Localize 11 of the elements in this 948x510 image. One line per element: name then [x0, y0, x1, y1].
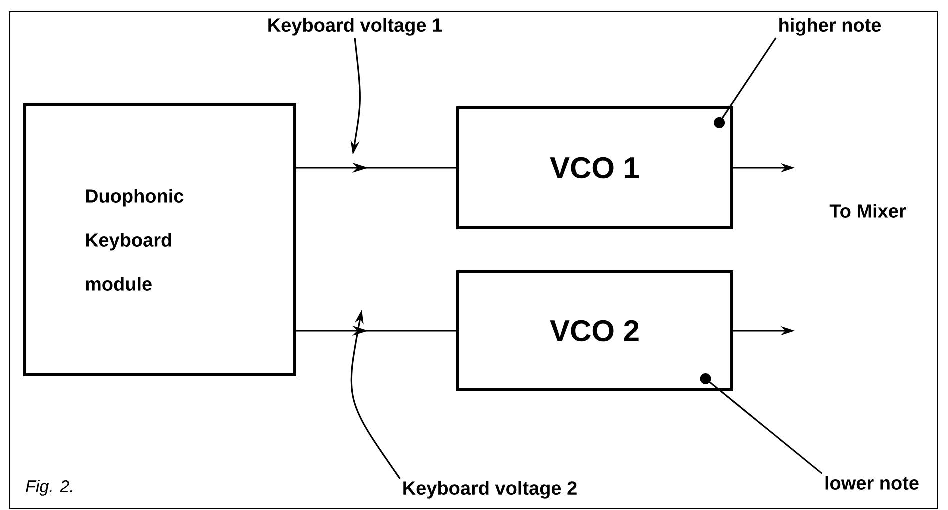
leader-text: higher note — [780, 18, 882, 36]
leader-line — [700, 373, 823, 474]
label-text: To Mixer — [830, 204, 906, 218]
leader-text: Keyboard voltage 2 — [404, 481, 577, 499]
leader-text: lower note — [826, 476, 919, 490]
figure-caption: Fig. 2. — [26, 480, 72, 496]
leader-line — [714, 38, 777, 128]
vco-box: VCO 1 — [456, 106, 734, 230]
vco-box: VCO 2 — [456, 270, 734, 392]
leader-text: Keyboard voltage 1 — [268, 18, 442, 36]
keyboard-module-box: Duophonic Keyboard module — [24, 104, 296, 376]
